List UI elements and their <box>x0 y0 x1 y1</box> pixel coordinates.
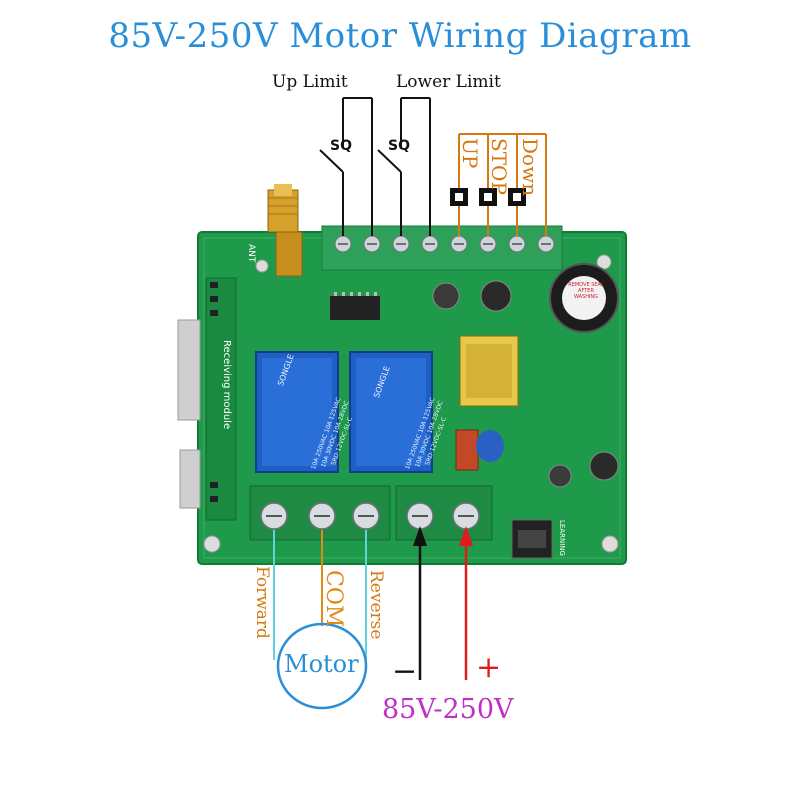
top-terminal-block <box>321 225 563 271</box>
motor-wiring <box>273 530 367 660</box>
buzzer-label: REMOVE SEAL AFTER WASHING <box>568 282 604 300</box>
button-wiring <box>458 133 547 236</box>
com-label: COM <box>321 570 346 628</box>
sq-label-lower: SQ <box>388 138 410 154</box>
fuse-resistor <box>455 429 479 471</box>
minus-label: − <box>392 654 418 689</box>
reverse-label: Reverse <box>366 570 386 640</box>
learning-silkscreen: LEARNING <box>558 520 566 556</box>
forward-label: Forward <box>252 566 272 639</box>
capacitor <box>548 464 572 488</box>
capacitor <box>480 280 512 312</box>
relay-right <box>349 351 433 473</box>
relay-left <box>255 351 339 473</box>
motor-circle <box>276 622 368 710</box>
mount-hole <box>255 259 269 273</box>
varistor <box>476 430 504 462</box>
mount-hole <box>203 535 221 553</box>
diagram-title: 85V-250V Motor Wiring Diagram <box>108 16 692 56</box>
limit-switch-wiring <box>319 97 431 236</box>
receiving-module <box>205 277 237 521</box>
ic-chip <box>330 296 380 320</box>
sq-label-up: SQ <box>330 138 352 154</box>
down-button-label: Down <box>518 138 542 197</box>
antenna-connector <box>267 184 303 277</box>
lower-limit-label: Lower Limit <box>396 72 501 92</box>
ant-silkscreen: ANT <box>246 244 256 263</box>
motor-label: Motor <box>284 650 359 678</box>
stop-button-label: STOP <box>487 138 511 195</box>
plus-label: + <box>476 650 502 685</box>
up-button-label: UP <box>458 138 482 169</box>
capacitor <box>432 282 460 310</box>
capacitor <box>589 451 619 481</box>
module-silkscreen: Receiving module <box>221 340 232 430</box>
mount-hole <box>596 254 612 270</box>
mount-hole <box>601 535 619 553</box>
up-limit-label: Up Limit <box>272 72 348 92</box>
voltage-label: 85V-250V <box>382 694 514 725</box>
